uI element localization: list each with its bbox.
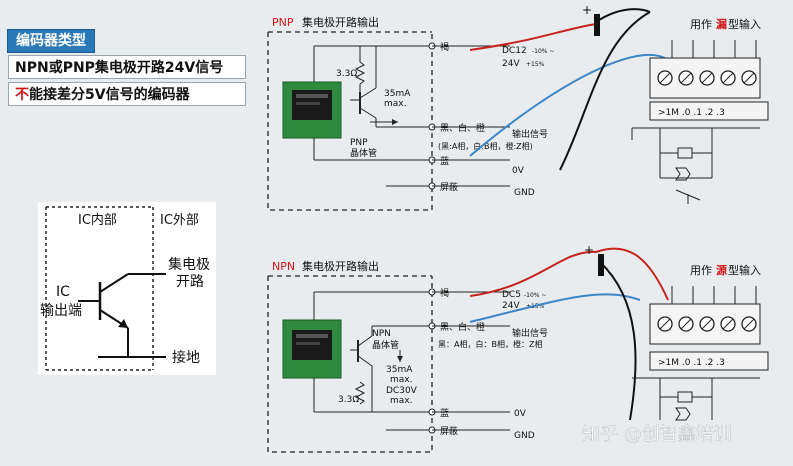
npn-signal-detail: 黑：A相，白：B相，橙：Z相 [438,339,542,349]
npn-current-label-2: max. [390,375,412,385]
npn-rating-label-2: max. [390,396,412,406]
pnp-current-label: 35mA [384,89,411,99]
pnp-plc-label-post: 型输入 [728,17,761,31]
no-differential-rest: 能接差分5V信号的编码器 [29,87,190,103]
pnp-transistor-label-2: 晶体管 [350,147,377,159]
pnp-signal-terminals: 黑、白、橙 [440,122,485,134]
pnp-resistor-label: 3.3Ω [336,69,357,79]
pnp-shield-terminal: 屏蔽 [440,181,458,193]
npn-resistor-label: 3.3Ω [338,395,359,405]
npn-blue-terminal: 蓝 [440,407,449,419]
npn-signal-terminals: 黑、白、橙 [440,321,485,333]
npn-transistor-label-2: 晶体管 [372,339,399,351]
svg-text:+: + [582,3,592,17]
npn-section: NPN 集电极开路输出 3.3Ω NPN 晶体管 35mA max. DC30V… [267,243,769,453]
pnp-plc-label-key: 漏 [716,17,727,31]
pnp-tol-pos: +15% [526,61,545,68]
ic-output-label: 输出端 [40,303,82,319]
pnp-max-label: max. [384,99,406,109]
pnp-brown-terminal: 褐 [440,42,449,53]
ground-label: 接地 [172,349,200,366]
pnp-output-signal: 输出信号 [512,128,548,140]
ic-inside-label: IC内部 [78,212,117,228]
npn-brown-terminal: 褐 [440,288,449,299]
no-word: 不 [15,87,29,103]
npn-current-label-1: 35mA [386,365,413,375]
pnp-gnd-label: GND [514,188,535,198]
npn-type-label: NPN [272,260,295,273]
npn-output-signal: 输出信号 [512,327,548,339]
npn-supply-2: 24V [502,301,520,311]
pnp-0v-label: 0V [512,166,525,176]
npn-blue-wire [469,293,641,323]
ic-schematic: IC内部 IC外部 IC 输出端 集电极 开路 接地 [40,206,210,371]
pnp-plc-label-pre: 用作 [690,18,712,31]
npn-pnp-label: NPN或PNP集电极开路24V信号 [8,55,246,79]
npn-shield-terminal: 屏蔽 [440,425,458,437]
npn-red-wire [469,250,597,297]
npn-battery [598,254,604,276]
no-differential-label: 不能接差分5V信号的编码器 [8,82,246,106]
pnp-transistor-label-1: PNP [350,138,368,148]
pnp-type-label: PNP [272,16,294,29]
pnp-heading: 集电极开路输出 [302,15,379,29]
pnp-supply-1: DC12 [502,46,527,56]
pnp-blue-terminal: 蓝 [440,155,449,167]
pnp-tol-neg: -10% ~ [532,48,554,55]
svg-text:+: + [584,243,594,257]
npn-black-wire [599,261,637,421]
npn-0v-label: 0V [514,409,527,419]
pnp-plc-terminals: >1M .0 .1 .2 .3 [658,108,725,118]
collector-open-label-1: 集电极 [168,256,210,273]
npn-supply-1: DC5 [502,290,521,300]
npn-plc-label-pre: 用作 [690,264,712,277]
npn-plc-terminals: >1M .0 .1 .2 .3 [658,358,725,368]
pnp-section: PNP 集电极开路输出 3.3Ω 35mA max. PNP 晶体管 [267,3,769,211]
npn-plc-label-post: 型输入 [728,263,761,277]
npn-tol-neg: -10% ~ [524,292,546,299]
pnp-supply-2: 24V [502,59,520,69]
npn-plc-label-key: 源 [716,263,727,277]
pnp-black-wire [595,8,651,23]
npn-heading: 集电极开路输出 [302,259,379,273]
encoder-type-title: 编码器类型 [8,30,94,52]
npn-gnd-label: GND [514,431,535,441]
ic-label: IC [56,284,70,300]
pnp-red-wire [469,23,597,51]
watermark: 知乎 @创智鑫培训 [582,424,732,445]
ic-outside-label: IC外部 [160,213,199,228]
pnp-signal-detail: (黑:A相，白:B相，橙:Z相) [438,141,533,151]
npn-transistor-label-1: NPN [372,329,391,339]
npn-rating-label-1: DC30V [386,386,418,396]
collector-open-label-2: 开路 [176,274,204,290]
pnp-blue-wire [469,53,669,157]
ic-schematic-panel: IC内部 IC外部 IC 输出端 集电极 开路 接地 [38,202,216,375]
pnp-battery [594,14,600,36]
